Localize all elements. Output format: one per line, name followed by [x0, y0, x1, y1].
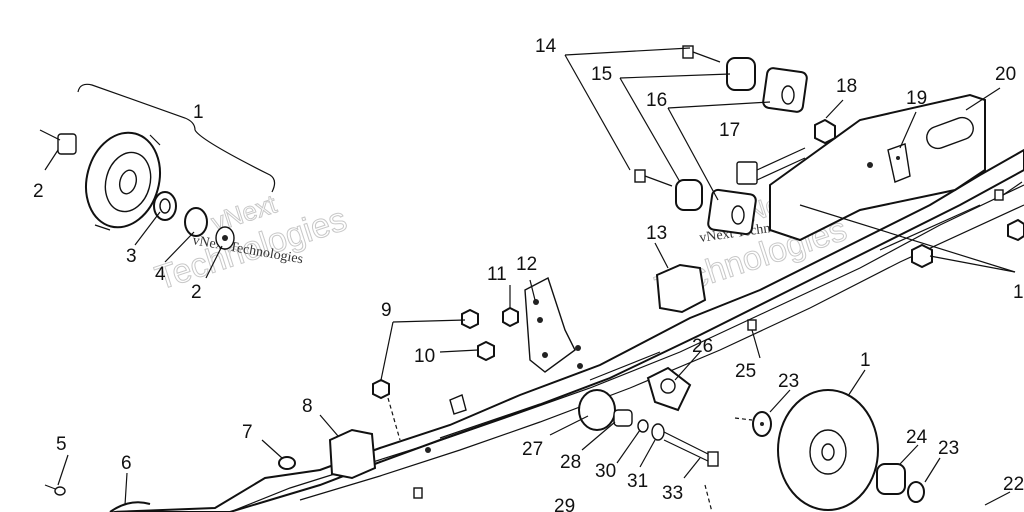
- callout-23-left: 23: [778, 371, 799, 392]
- bolt-33: [663, 431, 719, 467]
- leader-lines: [44, 47, 1016, 512]
- washer-31: [651, 423, 665, 441]
- slide-rail: [109, 93, 1024, 512]
- left-washer: [215, 226, 235, 250]
- spacer-24: [876, 463, 906, 495]
- callout-9: 9: [381, 300, 392, 321]
- callout-1-right: 1: [860, 350, 871, 371]
- small-screw-lower: [413, 487, 423, 499]
- callout-3: 3: [126, 246, 137, 267]
- pin-5: [44, 484, 66, 496]
- lower-bolt-14: [634, 169, 673, 187]
- washer-30: [637, 419, 649, 433]
- lower-bushing-15: [675, 179, 703, 211]
- callout-22: 22: [1003, 474, 1024, 495]
- wear-block-8: [328, 428, 377, 480]
- callout-29: 29: [554, 496, 575, 512]
- nut-18: [814, 118, 836, 145]
- clip-19: [887, 143, 911, 183]
- callout-15: 15: [591, 64, 612, 85]
- callout-20: 20: [995, 64, 1016, 85]
- callout-26: 26: [692, 336, 713, 357]
- callout-25: 25: [735, 361, 756, 382]
- callout-13: 13: [646, 223, 667, 244]
- washer-23b: [907, 481, 925, 503]
- callout-31: 31: [627, 471, 648, 492]
- callout-19: 19: [906, 88, 927, 109]
- end-cap-6: [109, 501, 151, 512]
- left-idler-wheel: [85, 131, 161, 231]
- callout-6: 6: [121, 453, 132, 474]
- callout-24: 24: [906, 427, 928, 448]
- nut-10: [477, 340, 495, 362]
- callout-30: 30: [595, 461, 616, 482]
- callout-10: 10: [414, 346, 435, 367]
- upper-block-16: [762, 67, 808, 113]
- callout-12: 12: [516, 254, 537, 275]
- right-nut: [911, 243, 933, 269]
- nut-9b: [372, 378, 390, 400]
- washer-23a: [752, 411, 772, 437]
- screw-25: [747, 319, 757, 331]
- callout-2-right: 2: [191, 282, 202, 303]
- right-nut-upper: [1007, 218, 1024, 242]
- spacer-28: [613, 409, 633, 427]
- callout-1-right-edge: 1: [1013, 282, 1024, 303]
- upper-bushing-15: [726, 57, 756, 91]
- spacer-27: [578, 389, 616, 431]
- callout-labels: 1 2 3 4 2 5 6 7 8 9 10 11 12 13 14 15 16…: [33, 36, 1024, 512]
- callout-4: 4: [155, 264, 166, 285]
- right-idler-wheel: [777, 389, 879, 511]
- callout-18: 18: [836, 76, 857, 97]
- wear-block-13: [655, 263, 707, 314]
- bracket-line-1: [77, 83, 276, 193]
- bolt-17: [736, 147, 806, 185]
- callout-8: 8: [302, 396, 313, 417]
- callout-7: 7: [242, 422, 253, 443]
- left-bolt: [39, 129, 77, 155]
- lower-block-16: [707, 188, 757, 236]
- nut-9a: [461, 308, 479, 330]
- snap-ring: [184, 207, 208, 237]
- callout-2-left: 2: [33, 181, 44, 202]
- callout-11: 11: [487, 264, 507, 285]
- callout-5: 5: [56, 434, 67, 455]
- callout-14: 14: [535, 36, 557, 57]
- callout-28: 28: [560, 452, 581, 473]
- callout-16: 16: [646, 90, 667, 111]
- callout-17: 17: [719, 120, 740, 141]
- nut-11: [502, 306, 519, 328]
- callout-1-left: 1: [193, 102, 204, 123]
- callout-33: 33: [662, 483, 683, 504]
- upper-bolt-14: [682, 45, 721, 63]
- bracket-26: [646, 366, 692, 412]
- clip-7: [278, 456, 296, 470]
- callout-27: 27: [522, 439, 543, 460]
- right-bolt-small: [994, 181, 1023, 201]
- callout-23-right: 23: [938, 438, 959, 459]
